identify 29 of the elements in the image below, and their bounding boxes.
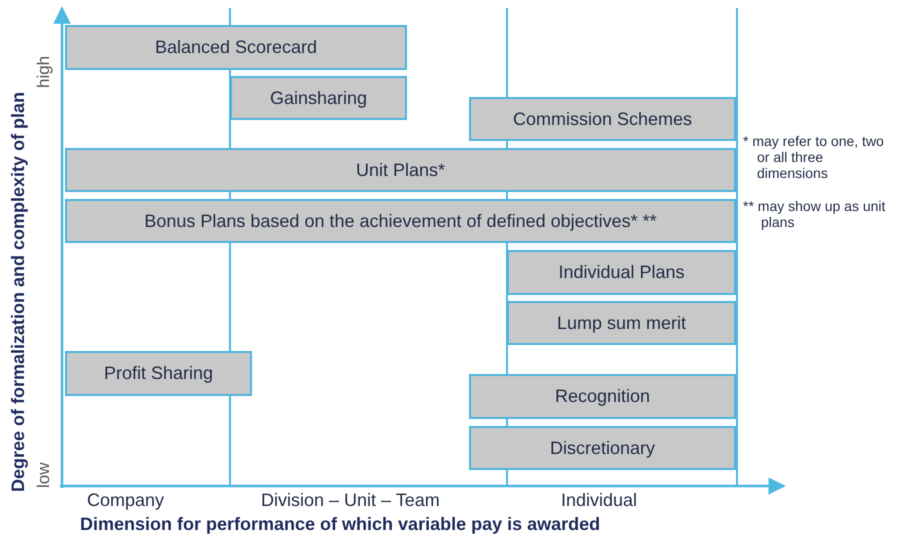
axis-tick-label: Company bbox=[87, 490, 164, 511]
plan-box bbox=[469, 374, 736, 419]
plan-box bbox=[469, 426, 736, 470]
plan-box bbox=[65, 148, 736, 192]
plan-box bbox=[507, 301, 736, 345]
axis-title: Degree of formalization and complexity of plan bbox=[8, 92, 29, 492]
axis-tick-label: low bbox=[34, 462, 54, 488]
plan-box bbox=[230, 76, 407, 120]
plan-name: Individual Plans bbox=[558, 262, 685, 283]
plan-name: Lump sum merit bbox=[556, 312, 686, 334]
plan-box bbox=[65, 25, 407, 70]
axis-tick-label: Individual bbox=[561, 490, 638, 511]
plan-box bbox=[507, 250, 736, 295]
axis-tick-label: Division – Unit – Team bbox=[261, 490, 440, 511]
plan-name: Balanced Scorecard bbox=[154, 37, 318, 58]
axis-tick-label: high bbox=[34, 56, 54, 88]
plan-box bbox=[65, 351, 252, 396]
plan-name: Commission Schemes bbox=[512, 108, 692, 130]
plan-name: Discretionary bbox=[550, 438, 656, 458]
plan-name: Recognition bbox=[554, 386, 650, 407]
plan-name: Gainsharing bbox=[270, 88, 368, 108]
axis-title: Dimension for performance of which variable pay is awarded bbox=[80, 514, 600, 535]
footnote: ** may show up as unit plans bbox=[743, 198, 886, 230]
plan-name: Unit Plans* bbox=[356, 160, 446, 180]
plan-name: Bonus Plans based on the achievement of defined objectives* ** bbox=[144, 210, 657, 232]
plan-name: Profit Sharing bbox=[104, 363, 214, 384]
footnote: * may refer to one, two or all three dimensions bbox=[743, 133, 885, 181]
plan-box bbox=[469, 97, 736, 141]
plan-box bbox=[65, 199, 736, 243]
